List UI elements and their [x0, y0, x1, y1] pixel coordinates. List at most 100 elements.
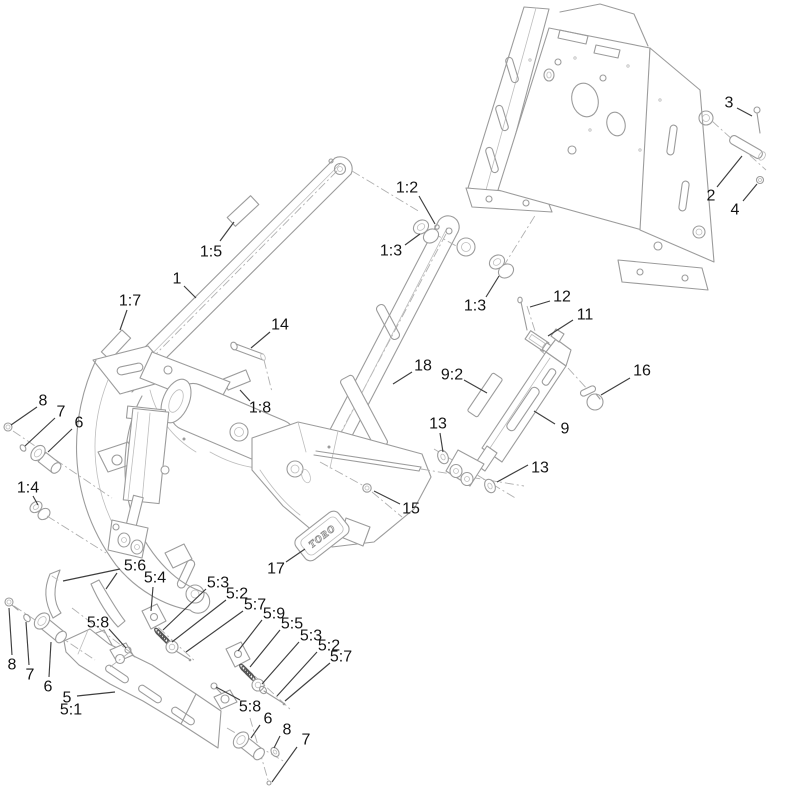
callout-5-2: 5:2: [171, 586, 248, 643]
bushing-1-3-lower: [488, 213, 537, 279]
callout-label: 18: [414, 358, 432, 375]
callout-label: 7: [57, 404, 66, 421]
leader-line: [736, 107, 753, 117]
callout-5: 5: [63, 690, 116, 707]
latch-levers-5-6: [45, 569, 131, 653]
pivot-pin-6-bottom-left: [33, 612, 67, 644]
leader-line: [250, 331, 271, 349]
pin-14: [230, 341, 273, 393]
leader-line: [25, 621, 30, 666]
leader-line: [162, 588, 207, 631]
washer-13-right: [484, 478, 496, 494]
knob-5-2: [165, 640, 179, 654]
latch-bracket-5-4: [141, 603, 167, 630]
leader-line: [171, 599, 227, 643]
leader-line: [273, 735, 281, 749]
callout-7: 7: [25, 621, 35, 684]
leader-line: [119, 309, 128, 331]
leader-line: [418, 195, 436, 225]
quick-attach-plate: [63, 628, 238, 749]
grease-fitting-1-2: [434, 224, 440, 230]
callout-label: 9:2: [441, 367, 463, 384]
washer-13-left: [437, 449, 449, 465]
callout-7: 7: [271, 732, 311, 783]
callout-8: 8: [273, 722, 292, 749]
decal-9-2: [467, 372, 503, 418]
leader-line: [284, 662, 331, 702]
callout-label: 5:7: [330, 649, 352, 666]
leader-line: [373, 490, 401, 505]
leader-line: [47, 428, 73, 453]
callout-11: 11: [547, 307, 593, 337]
callout-1-7: 1:7: [119, 293, 141, 331]
leader-line: [404, 233, 421, 246]
callout-label: 5: [63, 690, 72, 707]
callout-label: 5:6: [124, 558, 146, 575]
callout-5-9: 5:9: [237, 606, 285, 652]
callout-label: 13: [429, 416, 447, 433]
callout-6: 6: [44, 641, 53, 696]
callout-label: 2: [707, 188, 716, 205]
washer-7-bottom-left: [23, 613, 31, 623]
pin-5-7: [175, 650, 190, 660]
callout-8: 8: [8, 607, 17, 674]
leader-line: [533, 410, 556, 425]
callout-5-7: 5:7: [284, 649, 352, 702]
callout-1-2: 1:2: [396, 180, 436, 225]
callout-label: 6: [75, 415, 84, 432]
callout-16: 16: [600, 363, 651, 396]
leader-line: [716, 155, 743, 188]
callout-label: 5:8: [87, 615, 109, 632]
pivot-pin-2-group: [711, 106, 767, 185]
callout-5-3: 5:3: [261, 628, 322, 685]
cylinder-rod-clevis: [445, 449, 485, 487]
callout-label: 1:3: [380, 243, 402, 260]
bushing-1-4: [29, 500, 51, 521]
leader-line: [219, 221, 235, 242]
callout-5-3: 5:3: [162, 575, 229, 631]
leader-line: [276, 651, 318, 697]
leader-line: [105, 572, 118, 590]
lift-cylinder-9-group: [319, 296, 604, 518]
bolt-5-8-right: [210, 682, 218, 690]
callout-label: 1:2: [396, 180, 418, 197]
callout-label: 13: [531, 460, 549, 477]
callout-17: 17: [267, 548, 306, 578]
callout-7: 7: [24, 404, 66, 447]
callout-label: 1:3: [464, 298, 486, 315]
leader-line: [485, 275, 500, 298]
callout-1-4: 1:4: [17, 480, 39, 506]
leader-line: [62, 568, 121, 582]
leader-line: [183, 285, 197, 299]
callout-label: 5:7: [244, 597, 266, 614]
callout-1-8: 1:8: [239, 389, 271, 417]
callout-label: 1: [173, 271, 182, 288]
callout-label: 16: [633, 363, 651, 380]
callout-5-6: 5:6: [62, 558, 146, 590]
callout-label: 1:8: [249, 400, 271, 417]
washer-8-bottom-right: [270, 746, 280, 758]
latch-set-right: [210, 641, 292, 711]
leader-line: [261, 641, 300, 685]
callout-5-8: 5:8: [87, 615, 127, 649]
callout-14: 14: [250, 317, 289, 349]
callout-label: 5:3: [207, 575, 229, 592]
callout-label: 5:1: [60, 702, 82, 719]
callout-5-5: 5:5: [249, 616, 303, 668]
cylinder-9-body: [481, 351, 567, 463]
pin-5-7-right: [263, 690, 284, 704]
callout-label: 5:9: [263, 606, 285, 623]
lift-arm-1: [100, 156, 421, 393]
callout-label: 1:7: [119, 293, 141, 310]
leader-line: [108, 628, 127, 649]
leader-line: [239, 389, 251, 402]
callout-label: 9: [561, 421, 570, 438]
callout-label: 5:4: [144, 570, 166, 587]
latch-bracket-5-9: [225, 641, 251, 668]
callout-label: 17: [267, 561, 285, 578]
callout-label: 5:8: [239, 699, 261, 716]
callout-1-3: 1:3: [464, 275, 500, 315]
